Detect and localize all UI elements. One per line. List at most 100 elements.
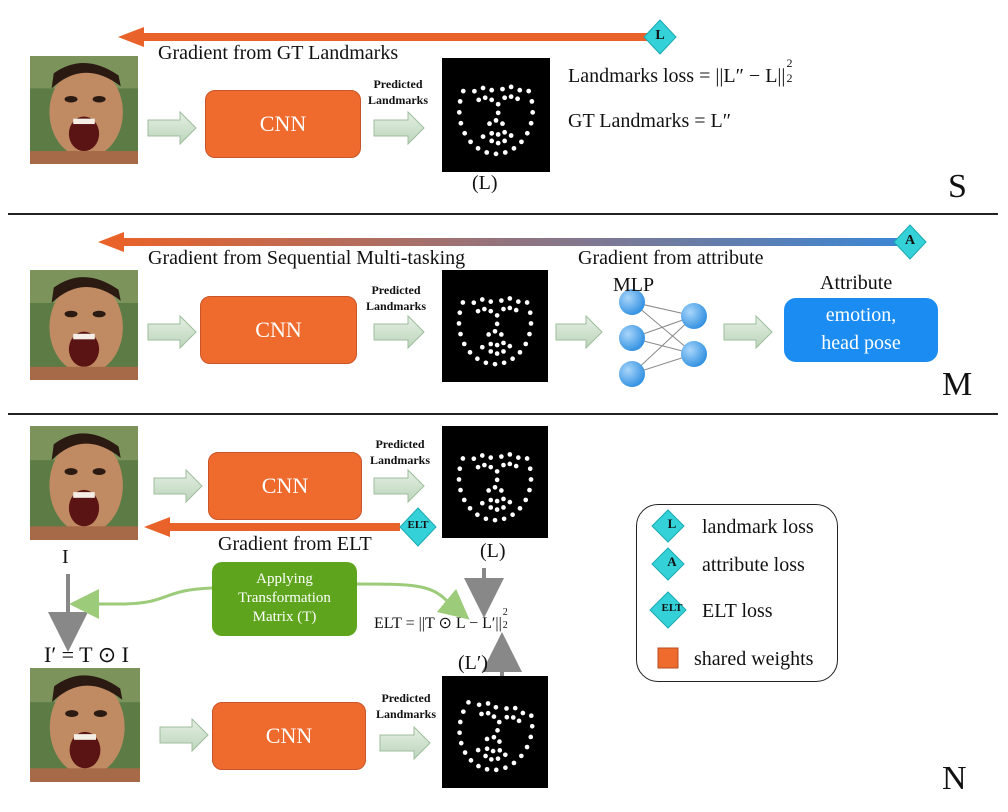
- cnn-block-m: CNN: [200, 296, 357, 364]
- cnn-block-n2: CNN: [212, 702, 366, 770]
- pred-line2: Landmarks: [367, 93, 429, 107]
- gt-landmarks-equation: GT Landmarks = L″: [568, 110, 732, 132]
- block-arrow-s2: [373, 110, 425, 146]
- pred-line2: Landmarks: [369, 453, 431, 467]
- section-letter-m: M: [942, 366, 973, 403]
- landmark-map-s: [442, 58, 550, 172]
- landmark-dots: [456, 296, 534, 367]
- landmark-caption-n: (L): [480, 540, 506, 562]
- face-photo-s: [30, 56, 138, 164]
- face-photo-drawing: [30, 56, 138, 164]
- landmark-caption-s: (L): [472, 172, 498, 194]
- predicted-landmarks-label-m: Predicted Landmarks: [356, 282, 436, 314]
- face-photo-drawing: [30, 668, 140, 782]
- elt-eq-text: ELT = ||T ⊙ L − L′||: [374, 615, 502, 632]
- face-photo-n2: [30, 668, 140, 782]
- pred-line2: Landmarks: [365, 299, 427, 313]
- apply-line3: Matrix (T): [252, 609, 317, 625]
- block-arrow-n3: [159, 717, 209, 753]
- block-arrow-n1: [153, 468, 203, 504]
- apply-line2: Transformation: [238, 590, 331, 606]
- landmark-map-m: [442, 270, 548, 382]
- diamond-l-label: L: [655, 28, 665, 43]
- predicted-landmarks-label-n1: Predicted Landmarks: [360, 436, 440, 468]
- landmark-prime-caption: (L′): [458, 652, 488, 674]
- mlp-node: [619, 325, 645, 351]
- face-photo-drawing: [30, 270, 138, 380]
- diamond-l-top: [643, 19, 677, 55]
- legend-diamond-l: [651, 509, 685, 543]
- pred-line2: Landmarks: [375, 707, 437, 721]
- mlp-label: MLP: [613, 274, 655, 296]
- legend-label-landmark: landmark loss: [702, 516, 814, 538]
- gradient-arrow-multitask: [98, 232, 902, 252]
- input-label-i: I: [62, 546, 69, 568]
- legend-label-shared: shared weights: [694, 648, 814, 670]
- apply-line1: Applying: [256, 571, 313, 587]
- landmark-map-n2: [442, 676, 548, 788]
- green-arrow-to-elt: [355, 582, 470, 620]
- apply-transformation-box: Applying Transformation Matrix (T): [212, 562, 357, 636]
- mlp-network: [619, 289, 707, 387]
- mlp-node: [619, 361, 645, 387]
- loss-sup: 2: [786, 56, 793, 70]
- diamond-a-top: [893, 224, 927, 260]
- gradient-arrow-gt: [118, 27, 652, 47]
- pred-line1: Predicted: [371, 283, 421, 297]
- block-arrow-n4: [379, 725, 431, 761]
- face-photo-n1: [30, 426, 138, 540]
- section-letter-s: S: [948, 168, 967, 205]
- attribute-box: emotion, head pose: [784, 298, 938, 362]
- elt-sup: 2: [502, 607, 508, 618]
- diamond-a-label: A: [904, 233, 916, 248]
- diamond-elt-top: [399, 507, 437, 547]
- mlp-node: [681, 341, 707, 367]
- block-arrow-m4: [723, 314, 773, 350]
- block-arrow-m3: [555, 314, 603, 350]
- block-arrow-n2: [373, 468, 425, 504]
- pred-line1: Predicted: [373, 77, 423, 91]
- legend-diamond-elt: [649, 591, 687, 629]
- gradient-arrow-elt: [144, 517, 400, 537]
- landmark-dots: [456, 84, 536, 157]
- attribute-title: Attribute: [820, 272, 893, 294]
- gradient-gt-label: Gradient from GT Landmarks: [158, 42, 399, 64]
- legend-label-elt: ELT loss: [702, 600, 773, 622]
- cnn-block-s: CNN: [205, 90, 361, 158]
- legend-square-shared: [657, 647, 679, 669]
- mlp-node: [681, 303, 707, 329]
- legend-symbol-l: L: [667, 516, 677, 531]
- diamond-elt-label: ELT: [407, 519, 429, 531]
- landmark-dots: [456, 452, 534, 523]
- green-arrow-to-i: [69, 586, 213, 619]
- gradient-attribute-label: Gradient from attribute: [578, 247, 764, 269]
- elt-equation: ELT = ||T ⊙ L − L′||2 2: [374, 607, 512, 633]
- pred-line1: Predicted: [375, 437, 425, 451]
- landmark-dots: [457, 700, 535, 773]
- predicted-landmarks-label-n2: Predicted Landmarks: [366, 690, 446, 722]
- gradient-elt-label: Gradient from ELT: [218, 533, 372, 555]
- landmark-map-n1: [442, 426, 548, 538]
- attribute-line1: emotion,: [825, 304, 897, 326]
- legend-diamond-a: [651, 547, 685, 581]
- predicted-landmarks-label-s: Predicted Landmarks: [358, 76, 438, 108]
- elt-sub: 2: [502, 620, 508, 631]
- attribute-line2: head pose: [821, 332, 901, 354]
- section-letter-n: N: [942, 760, 967, 797]
- block-arrow-s1: [147, 110, 197, 146]
- legend-symbol-a: A: [667, 554, 677, 569]
- loss-eq-text: Landmarks loss = ||L″ − L||: [568, 65, 786, 87]
- mlp-node: [619, 289, 645, 315]
- cnn-block-n1: CNN: [208, 452, 362, 520]
- block-arrow-m1: [147, 314, 197, 350]
- block-arrow-m2: [373, 314, 425, 350]
- legend-symbols: [649, 509, 687, 669]
- face-photo-m: [30, 270, 138, 380]
- gradient-multitask-label: Gradient from Sequential Multi-tasking: [148, 247, 466, 269]
- legend-symbol-elt: ELT: [661, 602, 683, 614]
- transformed-image-label: I′ = T ⊙ I: [44, 642, 129, 667]
- legend-label-attribute: attribute loss: [702, 554, 805, 576]
- pred-line1: Predicted: [381, 691, 431, 705]
